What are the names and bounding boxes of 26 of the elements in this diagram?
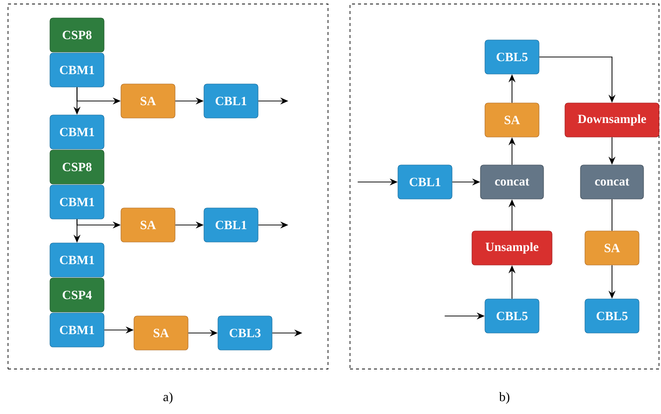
process-box: CBL5 [484, 298, 540, 334]
process-box: CSP8 [50, 150, 104, 184]
process-box: CSP4 [50, 278, 104, 312]
process-box: CBM1 [50, 114, 104, 150]
process-box: concat [480, 164, 544, 200]
panel-caption: a) [163, 392, 172, 404]
process-box: CBL3 [218, 316, 272, 350]
process-box: SA [584, 230, 640, 266]
process-box: SA [134, 316, 188, 350]
panel-caption: b) [499, 392, 510, 404]
process-box: CBM1 [50, 242, 104, 278]
process-box: concat [580, 164, 644, 200]
process-box: CBM1 [50, 312, 104, 348]
process-box: CBM1 [50, 52, 104, 88]
process-box: SA [484, 102, 540, 138]
process-box: SA [120, 84, 176, 118]
process-box: CBL1 [204, 84, 258, 118]
process-box: SA [120, 208, 176, 242]
process-box: CSP8 [50, 18, 104, 52]
process-box: CBL1 [204, 208, 258, 242]
process-box: Unsample [472, 230, 552, 266]
process-box: CBL1 [398, 164, 452, 200]
process-box: Downsample [564, 102, 660, 138]
process-box: CBL5 [484, 40, 540, 74]
process-box: CBM1 [50, 184, 104, 220]
process-box: CBL5 [584, 298, 640, 334]
